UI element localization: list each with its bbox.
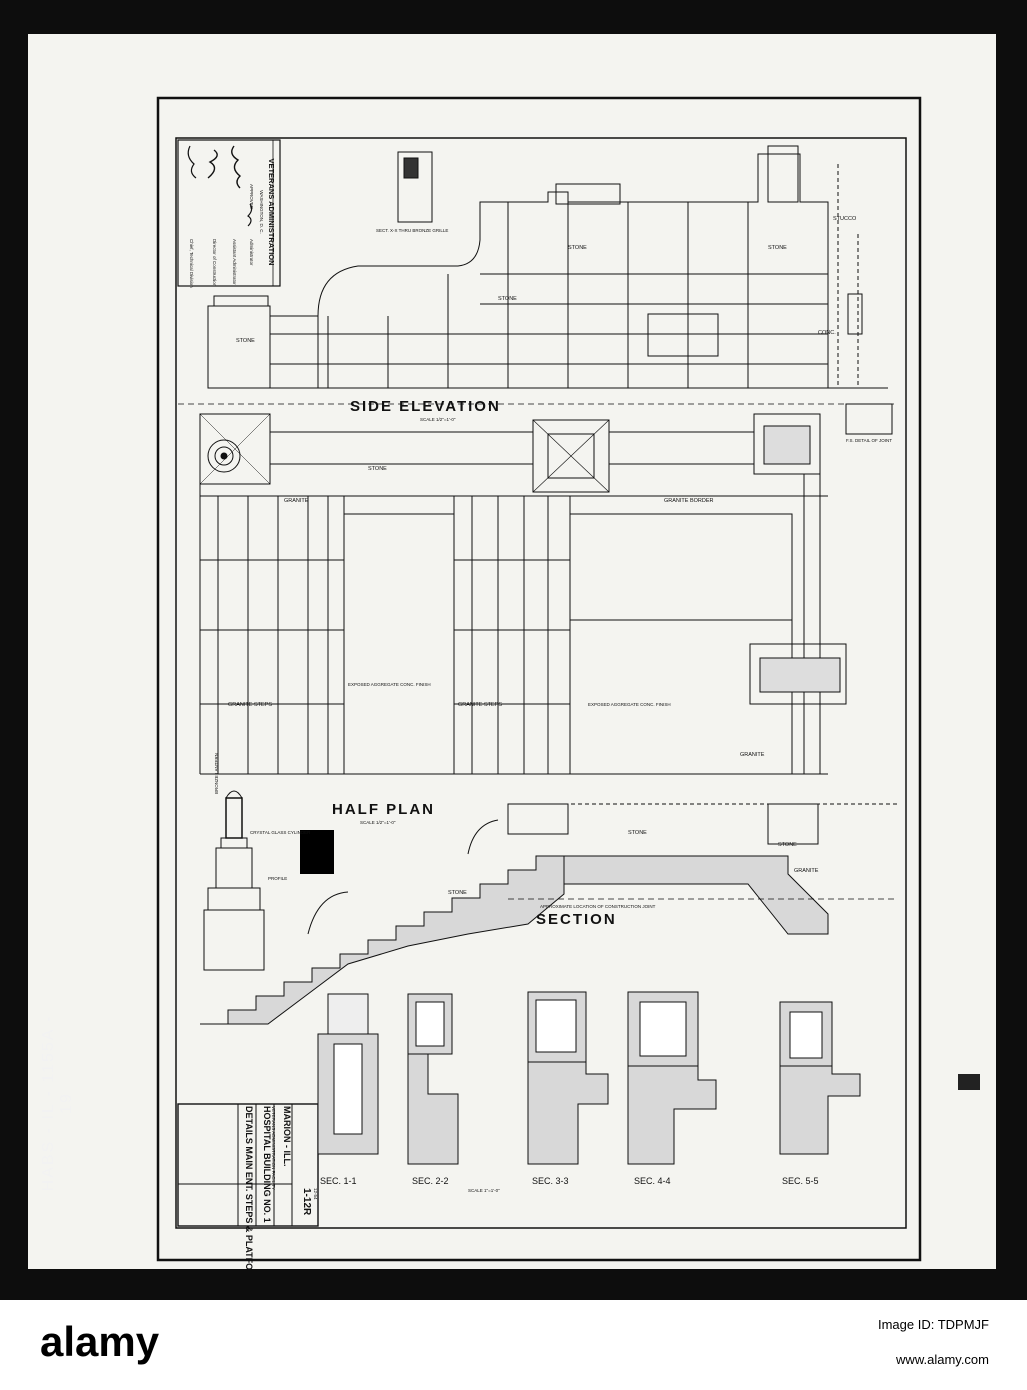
building-name: HOSPITAL BUILDING NO. 1 <box>262 1106 272 1223</box>
director-label: Director of Construction <box>212 239 217 287</box>
drawing-title: DETAILS MAIN ENT. STEPS & PLATFORM <box>244 1106 254 1269</box>
grille-section-label: SECT. X-X THRU BRONZE GRILLE <box>376 228 448 233</box>
sec-1-1 <box>317 993 379 1155</box>
sec-label-1: SEC. 1-1 <box>320 1176 357 1186</box>
sec-2-2 <box>407 993 459 1165</box>
plan-note-aggregate-2: EXPOSED AGGREGATE CONC. FINISH <box>588 702 671 707</box>
habs-margin-number: HABS - IL - 1155A - 19 <box>40 1014 75 1192</box>
image-url: www.alamy.com <box>896 1352 989 1367</box>
facility-name: VETERANS ADMINISTRATION FACILITY <box>271 1106 276 1190</box>
signature-3 <box>207 149 218 179</box>
plan-note-granite-2: GRANITE <box>740 752 765 758</box>
approved-label: APPROVED <box>249 184 254 210</box>
sheet-number: 1-12R <box>301 1188 312 1216</box>
note-stone-1: STONE <box>236 338 255 344</box>
sheet-info-block <box>177 1103 319 1227</box>
lantern-detail <box>203 790 265 971</box>
cross-sections <box>317 991 861 1165</box>
side-elevation <box>178 145 898 405</box>
half-plan-title: HALF PLAN <box>332 801 435 818</box>
plan-note-granite-steps-2: GRANITE STEPS <box>458 702 502 708</box>
drawing-number: 12-54 <box>313 1188 318 1200</box>
administrator-label: Administrator <box>249 239 254 266</box>
sec-5-5 <box>779 1001 861 1155</box>
plan-note-stone: STONE <box>368 466 387 472</box>
plan-note-granite-border: GRANITE BORDER <box>664 498 714 504</box>
watermark-strip <box>0 1300 1027 1390</box>
detail-of-joint: F.S. DETAIL OF JOINT <box>846 438 892 443</box>
chief-label: Chief, Technical Division <box>189 239 194 288</box>
plan-note-aggregate-1: EXPOSED AGGREGATE CONC. FINISH <box>348 682 431 687</box>
note-conc: CONC. <box>818 330 836 336</box>
section-title: SECTION <box>536 911 617 928</box>
sections-scale: SCALE 1"=1'-0" <box>468 1188 500 1193</box>
side-elevation-title: SIDE ELEVATION <box>350 398 501 415</box>
drawing-sheet: VETERANS ADMINISTRATION WASHINGTON, D. C… <box>28 34 996 1269</box>
sec-label-2: SEC. 2-2 <box>412 1176 449 1186</box>
plan-note-granite-steps-1: GRANITE STEPS <box>228 702 272 708</box>
note-stucco: STUCCO <box>833 216 857 222</box>
signature-1 <box>247 203 253 227</box>
image-id-value: TDPMJF <box>937 1317 989 1332</box>
alamy-logo: alamy <box>40 1318 160 1365</box>
side-elevation-scale: SCALE 1/2"=1'-0" <box>420 417 456 422</box>
half-plan <box>199 403 893 775</box>
sec-label-3: SEC. 3-3 <box>532 1176 569 1186</box>
sec-label-4: SEC. 4-4 <box>634 1176 671 1186</box>
asst-admin-label: Assistant Administrator <box>232 239 237 285</box>
image-id: Image ID: TDPMJF <box>878 1316 989 1334</box>
long-section <box>200 855 829 1025</box>
sec-3-3 <box>527 991 609 1165</box>
title-block: VETERANS ADMINISTRATION WASHINGTON, D. C… <box>177 139 281 288</box>
note-stone-2: STONE <box>568 245 587 251</box>
architectural-drawing: VETERANS ADMINISTRATION WASHINGTON, D. C… <box>156 96 980 1269</box>
lantern-note-bronze: BRONZE LANTERN <box>214 753 219 794</box>
sec-4-4 <box>627 991 717 1165</box>
sec-label-5: SEC. 5-5 <box>782 1176 819 1186</box>
half-plan-scale: SCALE 1/2"=1'-0" <box>360 820 396 825</box>
note-stone-4: STONE <box>768 245 787 251</box>
section-note-stone-2: STONE <box>778 842 797 848</box>
signature-4 <box>187 145 197 179</box>
section-note-stone-3: STONE <box>448 890 467 896</box>
plan-note-granite: GRANITE <box>284 498 309 504</box>
lantern-note-profile: PROFILE <box>268 876 287 881</box>
image-id-label: Image ID: <box>877 1317 935 1332</box>
section-note-stone-1: STONE <box>628 830 647 836</box>
note-stone-3: STONE <box>498 296 517 302</box>
location-name: MARION - ILL. <box>282 1106 292 1167</box>
agency-city: WASHINGTON, D. C. <box>259 190 264 234</box>
signature-2 <box>231 145 242 189</box>
agency-name: VETERANS ADMINISTRATION <box>267 158 276 265</box>
lantern-note-glass: CRYSTAL GLASS CYLINDER <box>250 830 311 835</box>
black-square <box>300 830 334 874</box>
edge-tab <box>958 1074 980 1090</box>
construction-joint-note: APPROXIMATE LOCATION OF CONSTRUCTION JOI… <box>540 904 656 909</box>
section-note-granite: GRANITE <box>794 868 819 874</box>
